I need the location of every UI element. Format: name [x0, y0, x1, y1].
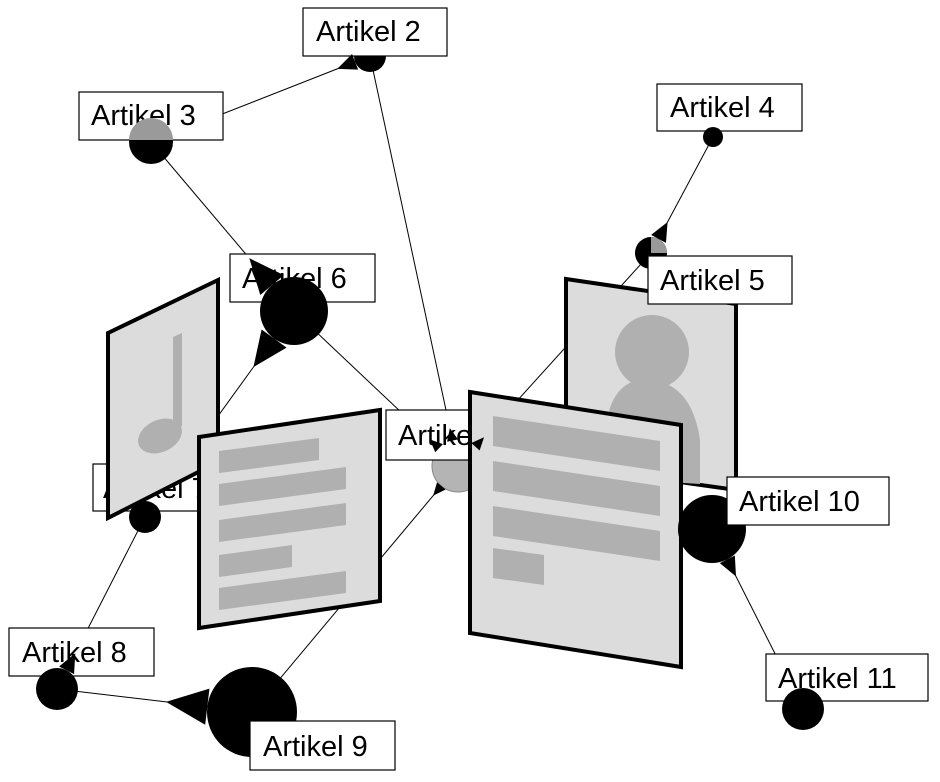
node-artikel-8[interactable]	[36, 668, 78, 710]
label-artikel-5[interactable]: Artikel 5	[647, 255, 793, 305]
arrowhead-n1-n9	[433, 482, 446, 496]
label-artikel-3[interactable]: Artikel 3	[78, 91, 224, 141]
node-artikel-4[interactable]	[703, 127, 723, 147]
arrowhead-n2-n3	[337, 54, 359, 70]
arrowhead-n1-n6	[429, 439, 443, 453]
label-artikel-9-text: Artikel 9	[263, 731, 368, 763]
arrowhead-n6-n7	[253, 329, 287, 368]
text-lines-icon	[493, 416, 660, 585]
node-artikel-7[interactable]	[129, 501, 161, 533]
node-artikel-11[interactable]	[782, 688, 824, 730]
label-artikel-4-text: Artikel 4	[670, 92, 775, 124]
arrowhead-n1-n2	[447, 428, 459, 442]
arrowhead-n5-n4	[651, 221, 668, 243]
arrowhead-n1-n5	[471, 437, 485, 451]
arrowhead-n10-n11	[719, 555, 737, 577]
label-artikel-2[interactable]: Artikel 2	[302, 7, 448, 57]
label-artikel-10[interactable]: Artikel 10	[726, 476, 890, 526]
label-artikel-4[interactable]: Artikel 4	[656, 83, 803, 132]
text-card-right	[468, 389, 683, 670]
text-card-left	[197, 407, 382, 631]
arrowhead-n8-n7	[59, 653, 76, 675]
label-artikel-9[interactable]: Artikel 9	[249, 720, 396, 771]
label-artikel-8[interactable]: Artikel 8	[8, 627, 155, 677]
label-artikel-5-text: Artikel 5	[660, 265, 765, 297]
edge-n1-n2	[369, 55, 459, 467]
arrowhead-n9-n8	[165, 688, 210, 725]
music-note-icon	[138, 333, 182, 454]
node-artikel-3[interactable]	[129, 118, 173, 164]
node-artikel-6[interactable]	[260, 277, 328, 345]
text-lines-icon	[219, 438, 346, 610]
arrowhead-layer	[59, 54, 737, 725]
label-artikel-10-text: Artikel 10	[739, 486, 860, 518]
label-artikel-2-text: Artikel 2	[316, 16, 421, 48]
arrowhead-n6-n3	[249, 258, 284, 295]
